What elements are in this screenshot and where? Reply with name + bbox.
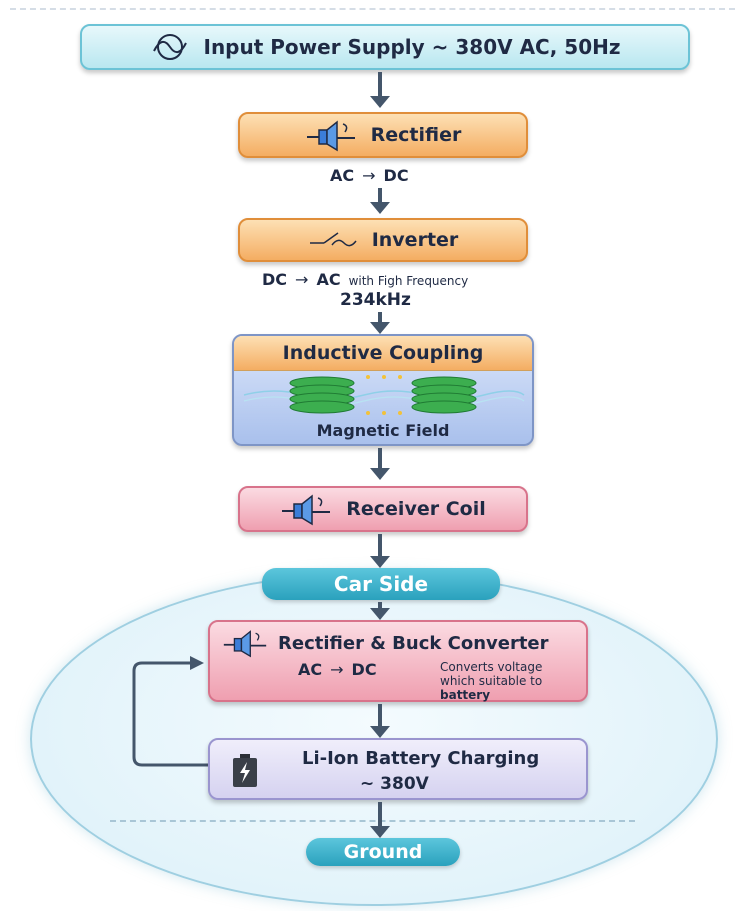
feedback-loop-arrow bbox=[132, 656, 212, 767]
buck-note-line1: Converts voltage bbox=[440, 660, 543, 674]
rectifier-box: Rectifier bbox=[238, 112, 528, 158]
rectifier-conversion: AC → DC bbox=[330, 166, 409, 185]
arrow-rectifier-to-inverter bbox=[370, 188, 390, 214]
rectifier-label: Rectifier bbox=[370, 124, 462, 146]
buck-to: DC bbox=[351, 660, 377, 679]
arrow-receiver-to-carside bbox=[370, 534, 390, 568]
ground-pill: Ground bbox=[306, 838, 460, 866]
arrow-supply-to-rectifier bbox=[370, 72, 390, 108]
arrow-carside-to-buck bbox=[370, 602, 390, 620]
arrow-battery-to-ground bbox=[370, 802, 390, 838]
inverter-note: with Figh Frequency bbox=[348, 274, 469, 288]
battery-bolt-icon bbox=[233, 754, 257, 787]
coil-icon bbox=[243, 375, 525, 415]
magnetic-field-label: Magnetic Field bbox=[316, 421, 450, 440]
speaker-icon bbox=[282, 494, 331, 526]
speaker-icon bbox=[306, 120, 355, 152]
arrow-right-icon: → bbox=[295, 270, 309, 289]
rectifier-to: DC bbox=[383, 166, 409, 185]
buck-converter-box: Rectifier & Buck Converter AC → DC Conve… bbox=[208, 620, 588, 702]
battery-voltage: ~ 380V bbox=[360, 774, 429, 794]
inductive-coupling-box: Inductive Coupling Magnetic Field bbox=[232, 334, 534, 446]
receiver-coil-label: Receiver Coil bbox=[346, 498, 486, 520]
car-side-pill: Car Side bbox=[262, 568, 500, 600]
battery-box: Li-Ion Battery Charging ~ 380V bbox=[208, 738, 588, 800]
input-power-supply-label: Input Power Supply ~ 380V AC, 50Hz bbox=[203, 35, 621, 59]
arrow-buck-to-battery bbox=[370, 704, 390, 738]
switch-icon bbox=[309, 232, 357, 247]
top-divider bbox=[10, 8, 735, 10]
inductive-coupling-header: Inductive Coupling bbox=[234, 336, 532, 371]
inverter-label: Inverter bbox=[371, 229, 459, 251]
speaker-icon bbox=[223, 630, 267, 658]
inductive-coupling-title: Inductive Coupling bbox=[282, 342, 484, 364]
input-power-supply-box: Input Power Supply ~ 380V AC, 50Hz bbox=[80, 24, 690, 70]
inverter-frequency: 234kHz bbox=[340, 290, 411, 310]
battery-label: Li-Ion Battery Charging bbox=[302, 748, 540, 769]
arrow-right-icon: → bbox=[330, 660, 344, 679]
arrow-inverter-to-coupling bbox=[370, 312, 390, 334]
inverter-conversion: DC → AC with Figh Frequency bbox=[262, 270, 468, 289]
arrow-coupling-to-receiver bbox=[370, 448, 390, 480]
buck-note-line2: which suitable to bbox=[440, 674, 543, 688]
receiver-coil-box: Receiver Coil bbox=[238, 486, 528, 532]
buck-converter-conversion: AC → DC bbox=[298, 660, 377, 679]
inverter-to: AC bbox=[316, 270, 341, 289]
ground-divider bbox=[110, 820, 635, 822]
buck-converter-label: Rectifier & Buck Converter bbox=[278, 632, 549, 654]
rectifier-from: AC bbox=[330, 166, 355, 185]
ac-wave-icon bbox=[152, 34, 187, 60]
buck-from: AC bbox=[298, 660, 323, 679]
arrow-right-icon: → bbox=[362, 166, 376, 185]
buck-converter-note: Converts voltage which suitable to batte… bbox=[440, 660, 542, 702]
buck-note-line3: battery bbox=[440, 688, 491, 702]
inverter-box: Inverter bbox=[238, 218, 528, 262]
buck-converter-header: Rectifier & Buck Converter bbox=[220, 628, 549, 658]
inverter-from: DC bbox=[262, 270, 288, 289]
